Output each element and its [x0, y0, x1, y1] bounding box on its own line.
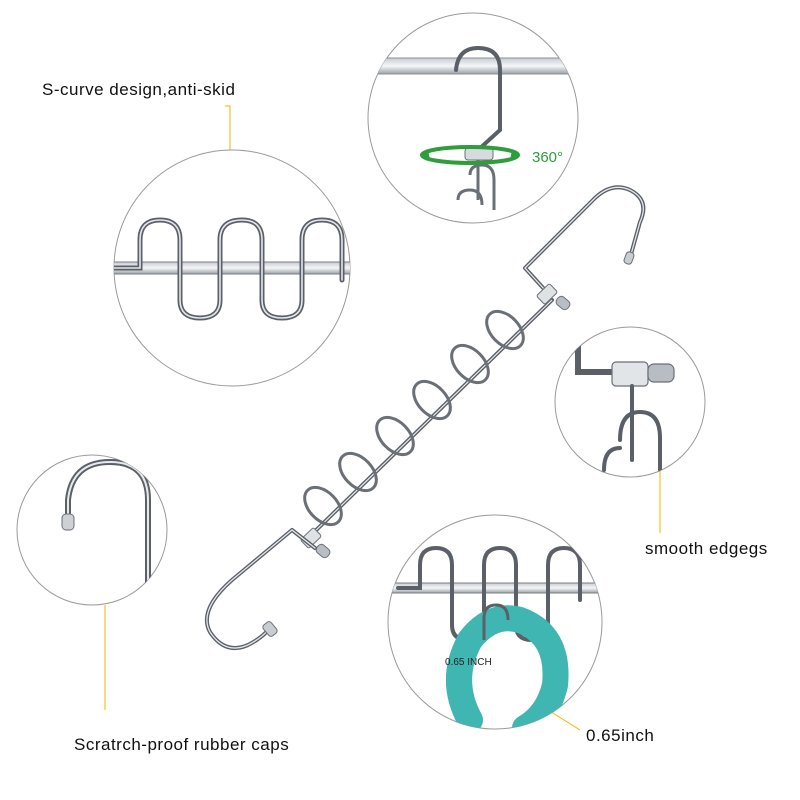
callout-rubber-caps: Scratrch-proof rubber caps [74, 735, 290, 754]
rubber-cap-icon [61, 513, 75, 531]
top-hook-wire [454, 45, 502, 152]
rod-loops [303, 309, 525, 527]
size-detail-circle [387, 514, 603, 730]
callout-s-curve: S-curve design,anti-skid [42, 80, 236, 99]
top-hook-icon [523, 185, 646, 292]
teal-ring-icon [446, 605, 569, 729]
rubber-cap-detail-circle [16, 454, 168, 606]
smooth-edges-detail-circle [554, 326, 706, 478]
rotation-label: 360° [532, 149, 563, 166]
size-inch-label: 0.65 INCH [445, 657, 492, 668]
callout-size: 0.65inch [586, 726, 655, 745]
leader-s-curve [225, 105, 231, 150]
main-hanger [204, 185, 646, 650]
s-curve-detail-circle [113, 149, 351, 387]
callout-smooth-edges: smooth edgegs [645, 539, 768, 558]
rotation-detail-circle [367, 12, 579, 224]
